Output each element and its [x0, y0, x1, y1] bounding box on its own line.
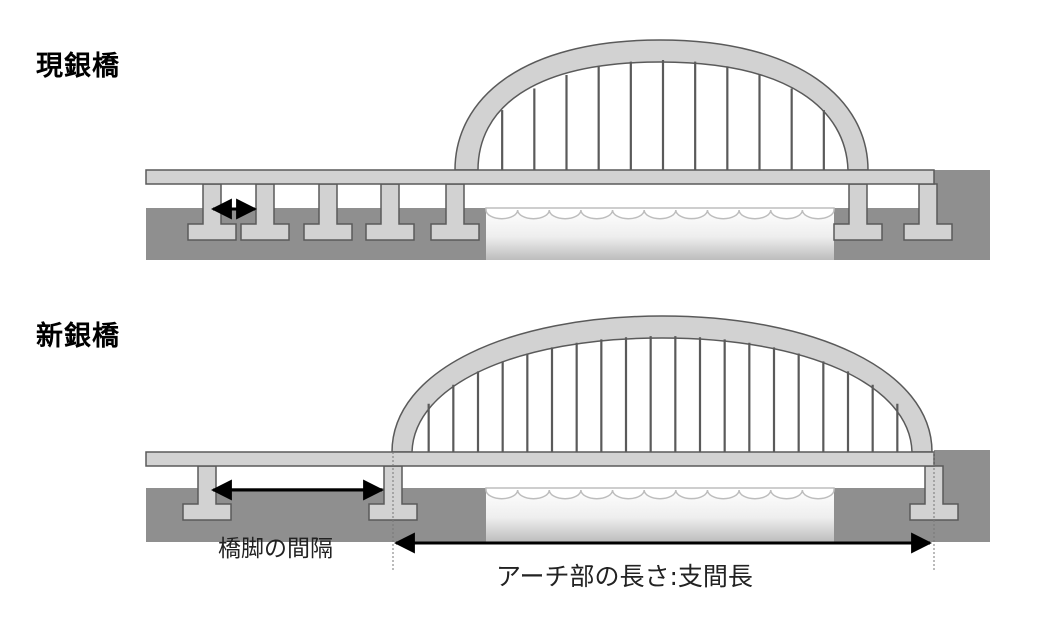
current-deck	[145, 169, 935, 185]
current-arch-hangers	[501, 60, 825, 170]
bridge-pier	[903, 183, 953, 241]
current-right-bank	[934, 170, 990, 260]
new-bridge-title: 新銀橋	[36, 321, 120, 352]
current-bridge-illustration	[145, 39, 990, 260]
new-bridge-illustration	[145, 315, 990, 572]
bridge-pier	[182, 465, 232, 521]
current-river-waves	[485, 207, 835, 220]
bridge-pier	[430, 183, 480, 241]
bridge-pier	[303, 183, 353, 241]
new-arch-hangers	[427, 336, 899, 452]
arch-span-length-label: アーチ部の長さ:支間長	[496, 562, 753, 591]
current-arch-rib	[454, 39, 869, 171]
pier-spacing-label: 橋脚の間隔	[218, 536, 333, 562]
current-bridge-title: 現銀橋	[36, 51, 120, 82]
bridge-pier	[240, 183, 290, 241]
new-deck	[145, 451, 935, 467]
bridge-pier	[833, 183, 883, 241]
bridge-pier	[365, 183, 415, 241]
new-arch-rib	[391, 315, 933, 453]
current-piers	[187, 183, 953, 241]
new-river-waves	[485, 487, 835, 500]
